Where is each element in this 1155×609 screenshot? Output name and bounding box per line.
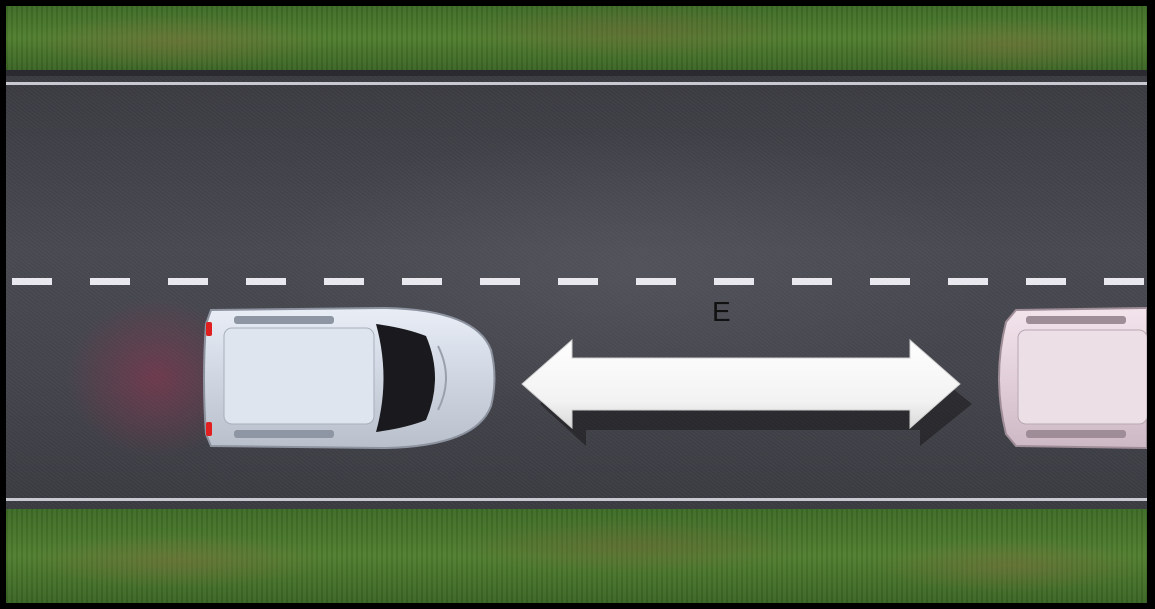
car-pink bbox=[999, 308, 1147, 448]
car-white bbox=[204, 308, 495, 448]
scene-graphics bbox=[6, 6, 1147, 603]
distance-arrow bbox=[522, 340, 972, 446]
distance-label: E bbox=[712, 296, 731, 328]
